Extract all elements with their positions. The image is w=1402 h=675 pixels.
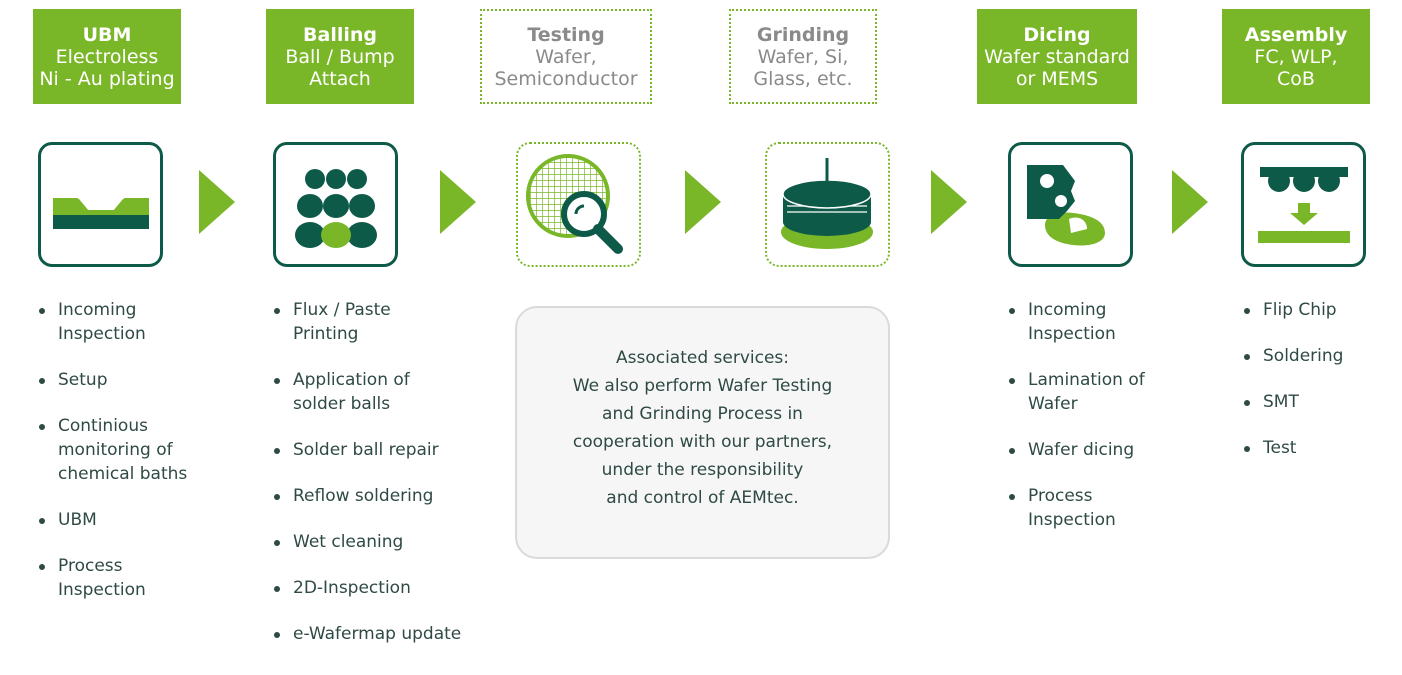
solder-balls-icon xyxy=(273,142,398,267)
step-subtitle: or MEMS xyxy=(1015,67,1099,90)
list-item: Wafer dicing xyxy=(1006,438,1186,462)
flow-arrow-icon xyxy=(685,170,721,234)
flow-arrow-icon xyxy=(931,170,967,234)
ubm-plating-icon xyxy=(38,142,163,267)
step-subtitle: FC, WLP, xyxy=(1254,45,1338,68)
step-subtitle: CoB xyxy=(1277,67,1315,90)
associated-services-line: under the responsibility xyxy=(601,460,804,480)
step-subtitle: Electroless xyxy=(55,45,159,68)
list-item: 2D-Inspection xyxy=(271,576,471,600)
associated-services-title: Associated services: xyxy=(615,348,790,368)
list-item: Continious monitoring of chemical baths xyxy=(36,414,216,486)
list-item: Soldering xyxy=(1241,344,1391,368)
dicing-saw-icon xyxy=(1008,142,1133,267)
step-title: UBM xyxy=(82,23,132,46)
step-subtitle: Ni - Au plating xyxy=(39,67,175,90)
list-item: e-Wafermap update xyxy=(271,622,471,646)
step-subtitle: Glass, etc. xyxy=(753,67,853,90)
list-item: UBM xyxy=(36,508,216,532)
list-item: Incoming Inspection xyxy=(1006,298,1186,346)
list-item: Flux / Paste Printing xyxy=(271,298,471,346)
associated-services-box: Associated services: We also perform Waf… xyxy=(515,306,890,559)
grinding-disc-icon xyxy=(765,142,890,267)
step-subtitle: Wafer, xyxy=(535,45,597,68)
list-item: Process Inspection xyxy=(1006,484,1186,532)
list-item: Application of solder balls xyxy=(271,368,471,416)
associated-services-line: We also perform Wafer Testing xyxy=(572,376,833,396)
flow-arrow-icon xyxy=(199,170,235,234)
step-header-testing: Testing Wafer, Semiconductor xyxy=(480,9,652,104)
step-subtitle: Wafer, Si, xyxy=(757,45,849,68)
step-header-assembly: Assembly FC, WLP, CoB xyxy=(1222,9,1370,104)
list-item: Test xyxy=(1241,436,1391,460)
flow-arrow-icon xyxy=(1172,170,1208,234)
step-subtitle: Semiconductor xyxy=(494,67,638,90)
list-item: Solder ball repair xyxy=(271,438,471,462)
step-header-balling: Balling Ball / Bump Attach xyxy=(266,9,414,104)
wafer-magnifier-icon xyxy=(516,142,641,267)
associated-services-line: and control of AEMtec. xyxy=(606,488,799,508)
list-item: Lamination of Wafer xyxy=(1006,368,1186,416)
step-title: Testing xyxy=(527,23,605,46)
flow-arrow-icon xyxy=(440,170,476,234)
list-item: Process Inspection xyxy=(36,554,216,602)
step-subtitle: Attach xyxy=(309,67,371,90)
flip-chip-assembly-icon xyxy=(1241,142,1366,267)
step-title: Assembly xyxy=(1244,23,1348,46)
step-subtitle: Ball / Bump xyxy=(285,45,395,68)
step-title: Balling xyxy=(303,23,377,46)
step-header-dicing: Dicing Wafer standard or MEMS xyxy=(977,9,1137,104)
step-subtitle: Wafer standard xyxy=(984,45,1130,68)
list-item: Flip Chip xyxy=(1241,298,1391,322)
step-title: Dicing xyxy=(1023,23,1091,46)
associated-services-line: cooperation with our partners, xyxy=(572,432,833,452)
step-header-ubm: UBM Electroless Ni - Au plating xyxy=(33,9,181,104)
associated-services-line: and Grinding Process in xyxy=(602,404,803,424)
list-item: SMT xyxy=(1241,390,1391,414)
list-item: Incoming Inspection xyxy=(36,298,216,346)
step-title: Grinding xyxy=(756,23,850,46)
list-item: Reflow soldering xyxy=(271,484,471,508)
list-item: Wet cleaning xyxy=(271,530,471,554)
step-header-grinding: Grinding Wafer, Si, Glass, etc. xyxy=(729,9,877,104)
list-item: Setup xyxy=(36,368,216,392)
